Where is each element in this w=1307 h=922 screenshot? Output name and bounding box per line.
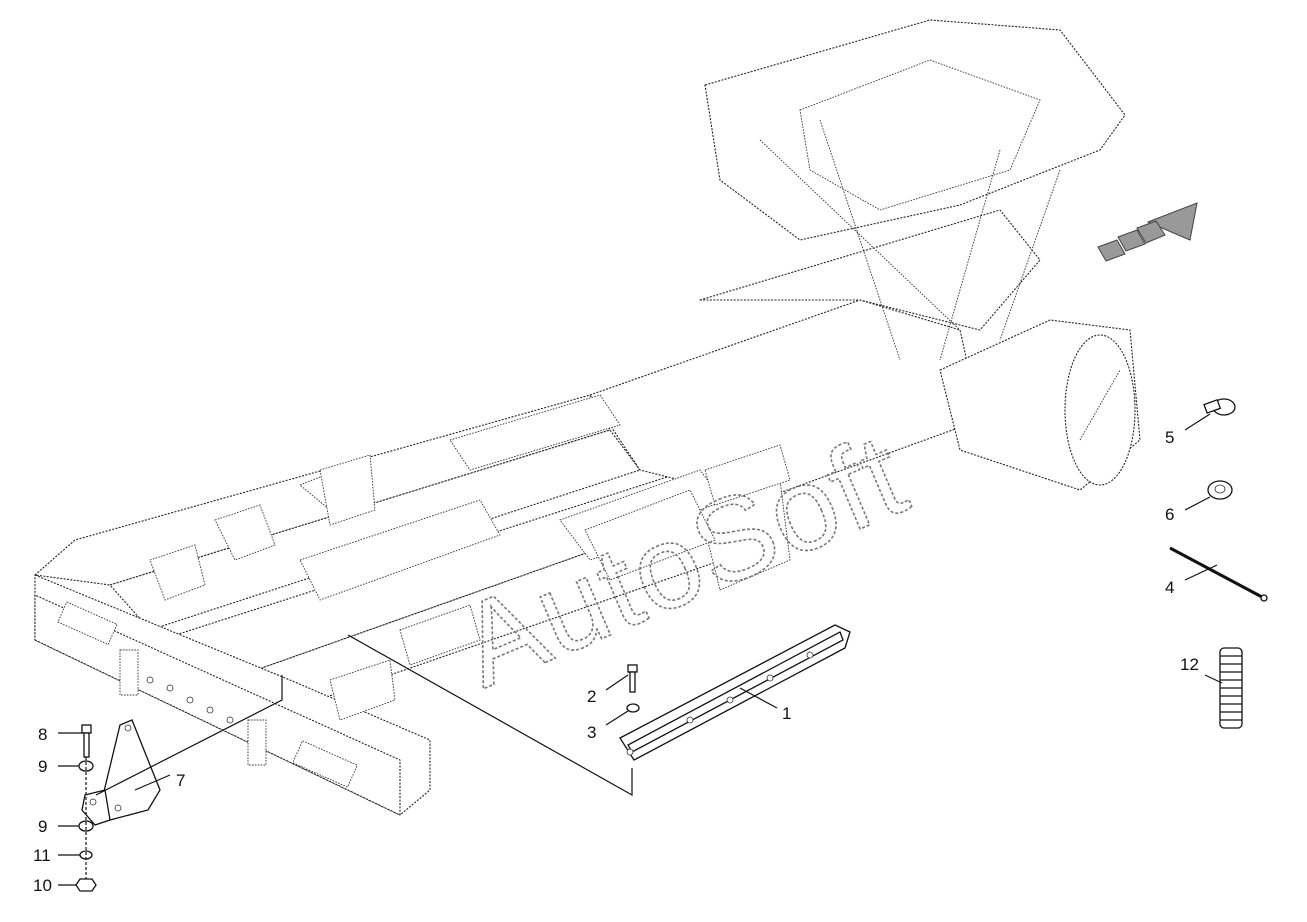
callout-5: 5 [1165,428,1174,447]
part-3-washer [605,703,640,726]
callout-2: 2 [587,687,596,706]
callout-labels: 1 2 3 4 5 6 7 8 9 9 11 10 12 [33,428,1199,895]
callout-1: 1 [782,704,791,723]
part-6-clip [1184,480,1233,511]
part-7-bracket [81,675,283,826]
forward-direction-arrow-icon [1097,202,1198,262]
callout-6: 6 [1165,505,1174,524]
part-1-rail-cover [347,624,851,797]
part-12-spiral-hose [1204,647,1243,729]
part-10-nut [58,878,97,892]
callout-3: 3 [587,723,596,742]
callout-12: 12 [1180,655,1199,674]
part-9-washer-upper [58,760,94,772]
part-2-bolt [605,664,638,693]
part-11-lock-washer [58,850,93,860]
part-4-cable-tie [1169,546,1268,602]
callout-10: 10 [33,876,52,895]
callout-9-upper: 9 [38,757,47,776]
part-5-clamp [1184,398,1236,431]
callout-9-lower: 9 [38,817,47,836]
callout-8: 8 [38,725,47,744]
part-8-bolt [58,724,92,758]
part-9-washer-lower [58,820,94,832]
callout-7: 7 [176,771,185,790]
callout-11: 11 [33,846,51,865]
callout-4: 4 [1165,578,1174,597]
chassis-frame [34,19,1141,816]
